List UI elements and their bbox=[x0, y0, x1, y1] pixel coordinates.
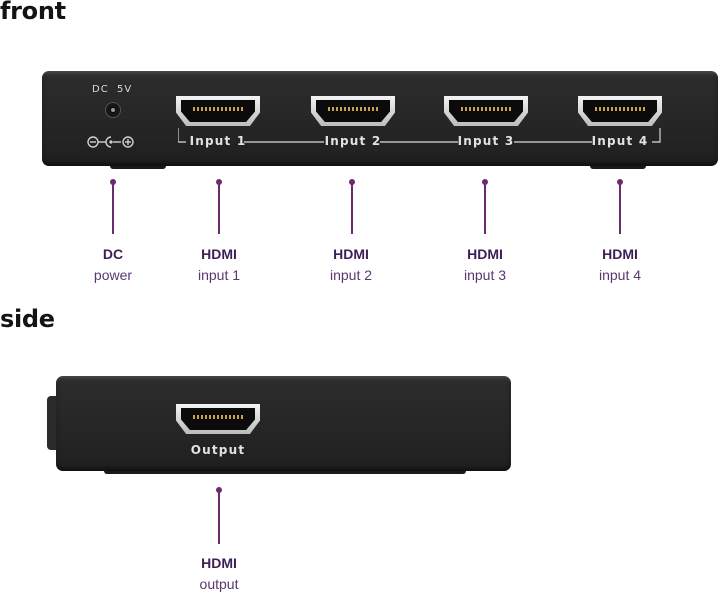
input-3-port-label: Input 3 bbox=[457, 134, 515, 148]
input1-callout-line bbox=[218, 182, 220, 234]
input4-callout-line2: input 4 bbox=[598, 267, 642, 283]
input1-callout-line1: HDMI bbox=[201, 246, 237, 262]
port-group-bracket bbox=[178, 128, 661, 143]
dc-power-callout: DC power bbox=[63, 244, 163, 286]
input2-callout-line1: HDMI bbox=[333, 246, 369, 262]
hdmi-output-callout: HDMI output bbox=[169, 553, 269, 595]
front-section-title: front bbox=[0, 0, 66, 25]
hdmi-output-port bbox=[176, 404, 260, 434]
hdmi-input-2-port bbox=[311, 96, 395, 126]
output-port-label: Output bbox=[190, 443, 246, 457]
hdmi-input-3-callout: HDMI input 3 bbox=[435, 244, 535, 286]
side-section-title: side bbox=[0, 305, 55, 333]
hdmi-input-3-port bbox=[444, 96, 528, 126]
hdmi-input-1-port bbox=[176, 96, 260, 126]
output-callout-line1: HDMI bbox=[201, 555, 237, 571]
output-callout-line2: output bbox=[199, 576, 239, 592]
front-device-foot-left bbox=[110, 164, 166, 169]
hdmi-input-4-port bbox=[578, 96, 662, 126]
dc-voltage-label: DC 5V bbox=[92, 84, 133, 95]
hdmi-input-4-callout: HDMI input 4 bbox=[570, 244, 670, 286]
input2-callout-line bbox=[351, 182, 353, 234]
input1-callout-line2: input 1 bbox=[197, 267, 241, 283]
dc-callout-line2: power bbox=[93, 267, 133, 283]
front-device-foot-right bbox=[590, 164, 646, 169]
dc-power-jack bbox=[105, 102, 121, 118]
input-4-port-label: Input 4 bbox=[591, 134, 649, 148]
input3-callout-line1: HDMI bbox=[467, 246, 503, 262]
output-callout-line bbox=[218, 490, 220, 544]
input-2-port-label: Input 2 bbox=[324, 134, 382, 148]
hdmi-input-2-callout: HDMI input 2 bbox=[301, 244, 401, 286]
side-device-body bbox=[56, 376, 511, 471]
side-device-foot bbox=[104, 469, 466, 474]
input3-callout-line bbox=[484, 182, 486, 234]
input4-callout-line bbox=[619, 182, 621, 234]
input2-callout-line2: input 2 bbox=[329, 267, 373, 283]
hdmi-input-1-callout: HDMI input 1 bbox=[169, 244, 269, 286]
input4-callout-line1: HDMI bbox=[602, 246, 638, 262]
polarity-symbol-icon bbox=[87, 136, 134, 148]
input-1-port-label: Input 1 bbox=[189, 134, 247, 148]
input3-callout-line2: input 3 bbox=[463, 267, 507, 283]
dc-callout-line1: DC bbox=[102, 246, 124, 262]
dc-callout-line bbox=[112, 182, 114, 234]
